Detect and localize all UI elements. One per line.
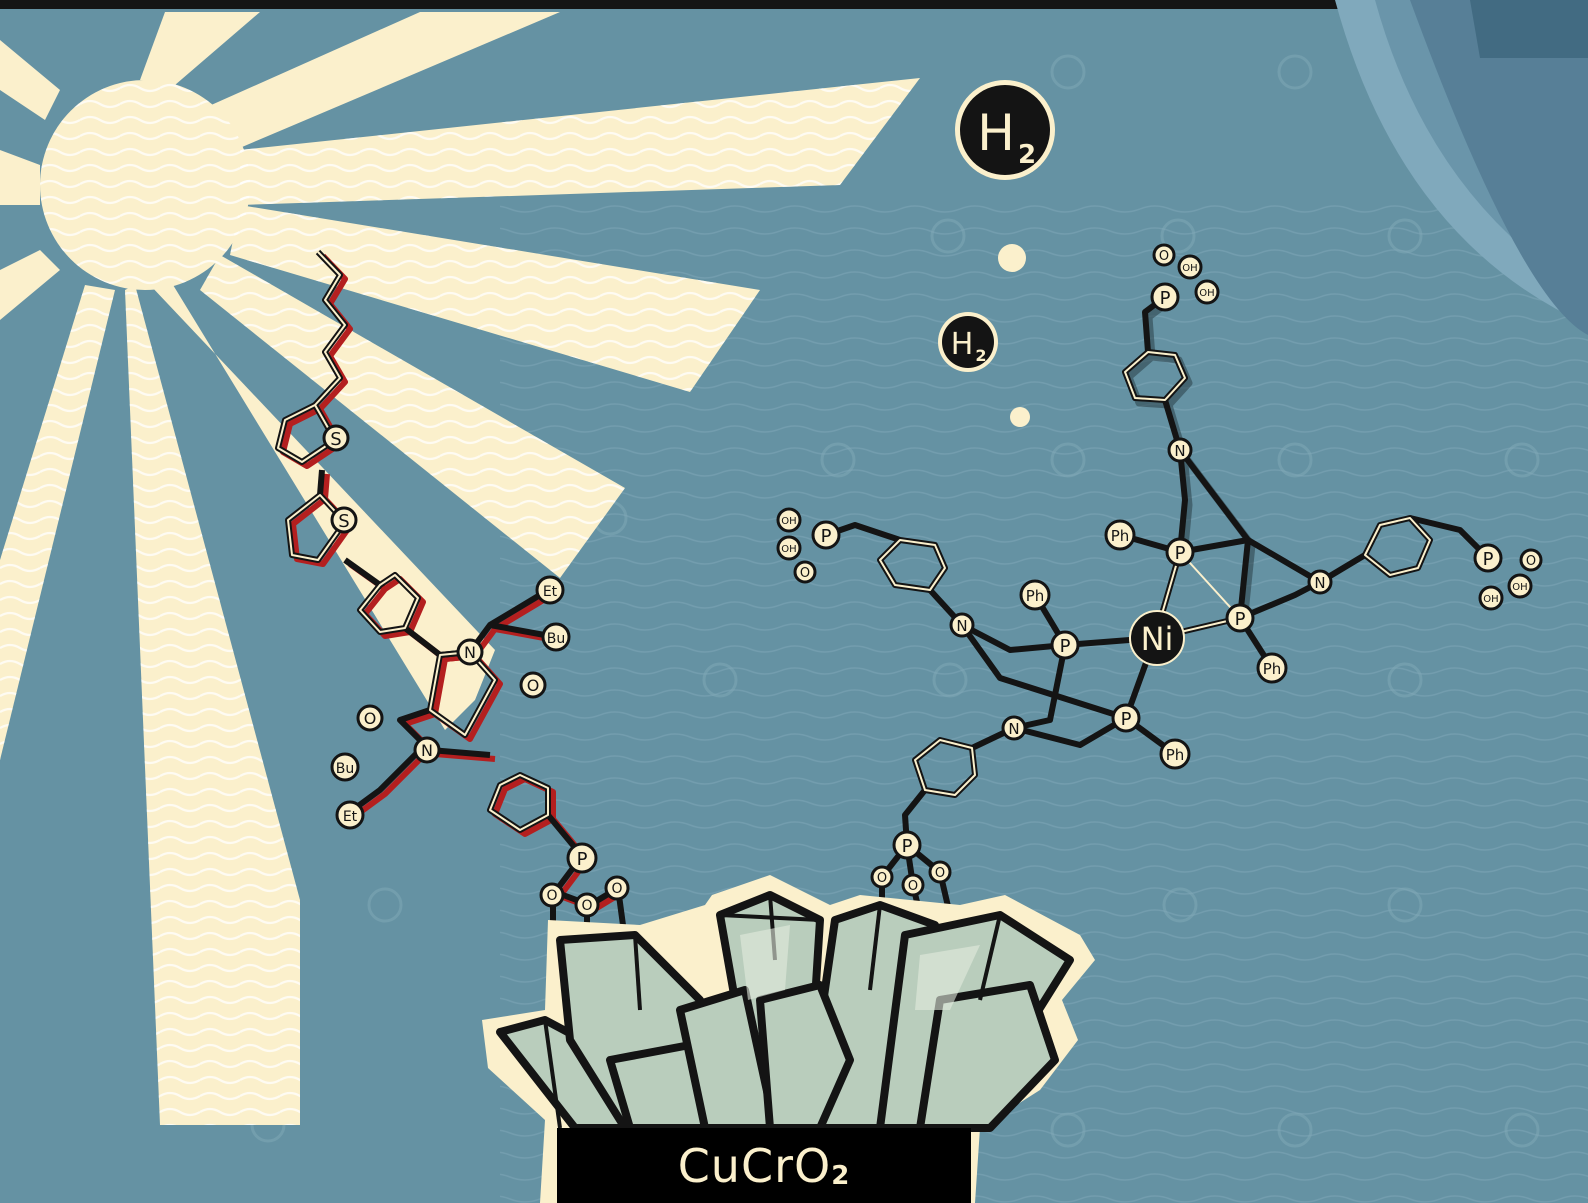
catalyst-left-oh1: OH xyxy=(781,516,796,527)
catalyst-anchor-o3: O xyxy=(935,866,945,881)
h2-small-letter: H xyxy=(951,327,974,362)
catalyst-right-oh2: OH xyxy=(1483,594,1498,605)
catalyst-p-right: P xyxy=(1235,609,1246,630)
catalyst-ph-right: Ph xyxy=(1263,660,1282,678)
material-formula-subscript: 2 xyxy=(831,1160,851,1191)
dye-atom-s1: S xyxy=(330,429,341,450)
dye-atom-o-left: O xyxy=(364,709,377,728)
catalyst-p-lower: P xyxy=(1121,709,1132,730)
dye-atom-s2: S xyxy=(338,511,349,532)
catalyst-anchor-o1: O xyxy=(877,871,887,886)
sun xyxy=(0,12,920,1125)
dye-atom-bu-bottom: Bu xyxy=(336,761,354,777)
catalyst-atom-labels: P P P P Ph Ph Ph Ph N N N N xyxy=(776,243,1543,897)
gas-bubble xyxy=(998,244,1026,272)
catalyst-ph-upper: Ph xyxy=(1111,527,1130,545)
dye-anchor-o1: O xyxy=(546,888,557,904)
catalyst-left-oh2: OH xyxy=(781,544,796,555)
catalyst-n-top: N xyxy=(1174,442,1185,460)
nickel-atom xyxy=(1129,610,1185,666)
catalyst-n-lower: N xyxy=(1008,720,1019,738)
h2-small-subscript: 2 xyxy=(975,346,986,365)
dye-atom-bu-top: Bu xyxy=(547,631,565,647)
catalyst-right-p: P xyxy=(1483,549,1494,570)
material-formula: CuCrO xyxy=(677,1138,832,1193)
h2-large-letter: H xyxy=(977,104,1015,162)
sun-texture xyxy=(0,78,920,1125)
dye-atom-n-top: N xyxy=(464,643,476,662)
catalyst-p-upper-left: P xyxy=(1175,543,1186,564)
catalyst-anchor-o2: O xyxy=(908,879,918,894)
dye-atom-et-bottom: Et xyxy=(343,809,358,825)
top-border xyxy=(0,0,1588,9)
catalyst-n-right: N xyxy=(1314,574,1325,592)
nickel-label: Ni xyxy=(1141,620,1174,658)
dye-atom-o-right: O xyxy=(527,676,540,695)
catalyst-p-left: P xyxy=(1060,636,1071,657)
catalyst-left-o: O xyxy=(800,566,810,581)
background-chain-motif xyxy=(250,54,1540,1148)
dye-molecule: S S Et Bu N O O N Bu Et P O O xyxy=(275,249,630,941)
dye-anchor-o2: O xyxy=(581,898,592,914)
dye-atom-n-bottom: N xyxy=(421,741,433,760)
dye-anchor-o3: O xyxy=(611,881,622,897)
catalyst-top-oh1: OH xyxy=(1182,263,1197,274)
catalyst-bond-highlight xyxy=(879,351,1431,796)
catalyst-left-p: P xyxy=(821,526,832,547)
catalyst-ph-lower: Ph xyxy=(1166,746,1185,764)
catalyst-ph-left: Ph xyxy=(1026,587,1045,605)
dye-atom-labels: S S Et Bu N O O N Bu Et P O O xyxy=(322,424,630,918)
catalyst-right-oh1: OH xyxy=(1512,582,1527,593)
catalyst-anchor-p: P xyxy=(902,836,913,857)
catalyst-top-p: P xyxy=(1160,288,1171,309)
dye-atom-p: P xyxy=(577,849,588,870)
catalyst-right-o: O xyxy=(1526,554,1536,569)
catalyst-top-oh2: OH xyxy=(1199,288,1214,299)
nickel-catalyst: Ni P P P P Ph Ph Ph Ph N N N xyxy=(776,243,1543,916)
corner-arc-decoration xyxy=(1335,0,1588,335)
gas-bubble xyxy=(1010,407,1030,427)
h2-large-subscript: 2 xyxy=(1018,140,1036,170)
catalyst-n-left: N xyxy=(956,617,967,635)
hydrogen-bubbles: H 2 H 2 xyxy=(938,80,1055,427)
dye-atom-et-top: Et xyxy=(543,584,558,600)
catalyst-top-o: O xyxy=(1159,249,1169,264)
